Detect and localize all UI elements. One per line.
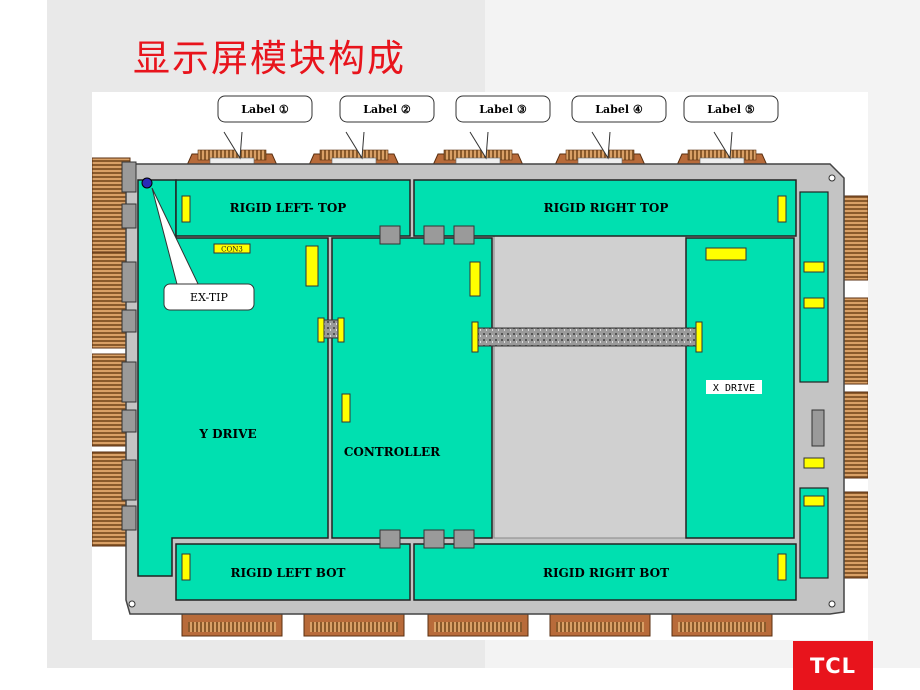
rigid-right-top-label: RIGID RIGHT TOP: [544, 201, 669, 215]
label-3: Label ③: [479, 103, 527, 116]
panel-area: [493, 235, 687, 539]
module-diagram: CON3 EX-TIP Label ① Label ② Label ③ Labe…: [92, 92, 868, 640]
controller-board: [331, 237, 493, 539]
slide-title: 显示屏模块构成: [133, 37, 406, 80]
rigid-right-bot-label: RIGID RIGHT BOT: [543, 566, 669, 580]
label-5: Label ⑤: [707, 103, 755, 116]
label-4: Label ④: [595, 103, 643, 116]
ex-tip-point: [141, 177, 153, 189]
rigid-left-bot-label: RIGID LEFT BOT: [231, 566, 346, 580]
mount-hole: [828, 600, 836, 608]
con3-connector: [213, 243, 251, 254]
ex-tip-callout: [163, 283, 255, 311]
y-drive-label: Y DRIVE: [198, 427, 256, 441]
con3-label: CON3: [221, 246, 243, 254]
rigid-right-bot-board: [413, 543, 797, 601]
label-2: Label ②: [363, 103, 411, 116]
controller-label: CONTROLLER: [344, 445, 441, 459]
ribbon-cable: [475, 327, 701, 347]
rigid-left-bot-board: [175, 543, 411, 601]
mount-hole: [128, 600, 136, 608]
yellow-connectors: [181, 195, 825, 581]
left-side-connectors: [121, 161, 137, 531]
rigid-right-top-board: [413, 179, 797, 237]
tcl-logo: TCL: [793, 641, 873, 690]
ex-tip-label: EX-TIP: [190, 291, 228, 304]
rigid-left-top-label: RIGID LEFT- TOP: [230, 201, 347, 215]
mount-hole: [828, 174, 836, 182]
rigid-left-top-board: [175, 179, 411, 237]
board-connectors: [379, 225, 475, 549]
right-strip-board: [799, 191, 829, 383]
x-drive-label: X DRIVE: [713, 383, 755, 394]
label-1: Label ①: [241, 103, 289, 116]
x-drive-label-bg: [706, 380, 762, 394]
label-callouts: [217, 95, 779, 160]
